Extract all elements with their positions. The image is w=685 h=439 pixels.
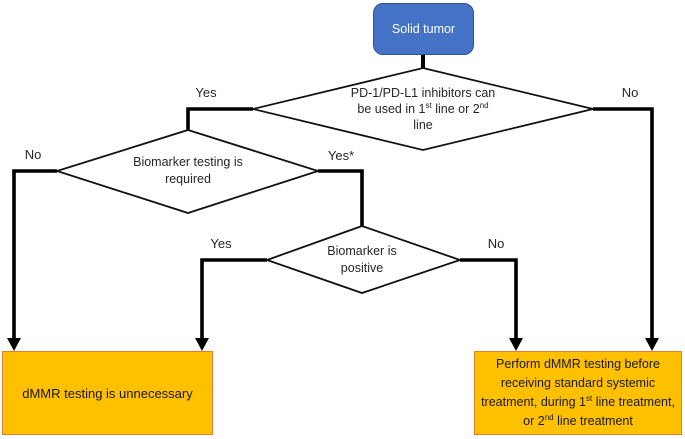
decision-biomarker-required-text: Biomarker testing is required	[133, 155, 243, 186]
arrowhead-into-unnecessary-left	[7, 338, 21, 351]
result-perform-text: Perform dMMR testing before receiving st…	[481, 357, 675, 428]
diamond-biomarker-positive	[264, 225, 463, 294]
connector-required-no-to-unnecessary-box	[12, 169, 57, 340]
edge-label-required-yes: Yes*	[327, 148, 355, 163]
connector-positive-no-to-perform-box	[460, 258, 518, 340]
superscript-nd: nd	[544, 413, 554, 422]
edge-label-required-no: No	[24, 147, 42, 162]
edge-label-positive-no: No	[487, 236, 505, 251]
start-node-label: Solid tumor	[391, 22, 456, 36]
decision-pd1-line1: PD-1/PD-L1 inhibitors can	[350, 86, 496, 100]
decision-pd1-line3: line	[413, 118, 433, 132]
superscript-st: st	[425, 101, 432, 110]
connector-pd1-no-to-perform-box	[593, 107, 654, 340]
arrowhead-into-unnecessary-right	[195, 338, 209, 351]
result-box-perform-testing: Perform dMMR testing before receiving st…	[474, 351, 682, 435]
diamond-pd1-inhibitors	[252, 67, 594, 151]
diamond-biomarker-required	[54, 129, 321, 214]
edge-label-positive-yes: Yes	[210, 236, 232, 251]
edge-label-pd1-yes: Yes	[195, 85, 217, 100]
result-box-unnecessary: dMMR testing is unnecessary	[2, 351, 213, 435]
start-node-solid-tumor: Solid tumor	[373, 3, 474, 55]
arrowhead-into-perform-right	[645, 338, 659, 351]
connector-positive-yes-to-unnecessary-box	[200, 258, 267, 340]
result-unnecessary-text: dMMR testing is unnecessary	[22, 385, 193, 401]
arrowhead-into-perform-left	[509, 338, 523, 351]
connector-pd1-yes-to-biomarker-required	[186, 107, 253, 133]
superscript-st: st	[586, 394, 593, 403]
superscript-nd: nd	[479, 101, 489, 110]
decision-pd1-text: PD-1/PD-L1 inhibitors can be used in 1st…	[318, 85, 528, 133]
decision-biomarker-positive-text: Biomarker is positive	[327, 244, 397, 275]
decision-pd1-line2: be used in 1st line or 2nd	[357, 101, 489, 117]
edge-label-pd1-no: No	[621, 85, 639, 100]
connector-required-yes-to-biomarker-positive	[318, 169, 364, 229]
